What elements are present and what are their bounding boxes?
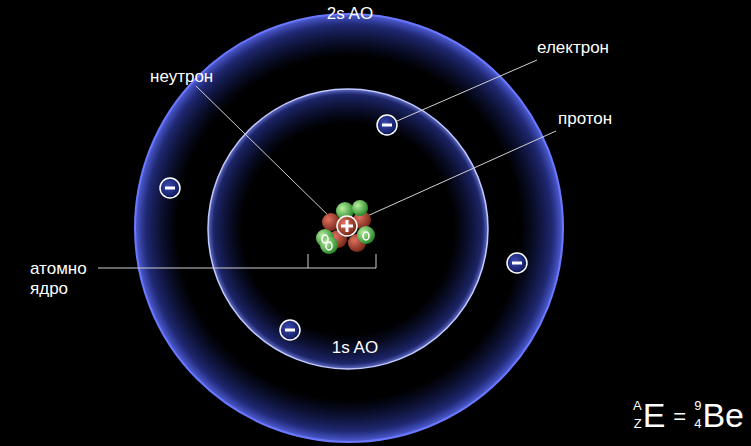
atomic-number: 4 xyxy=(694,417,701,432)
part-name: електрон xyxy=(537,38,609,58)
leader-lines xyxy=(98,60,556,268)
orbital-label: 2s AO xyxy=(327,4,373,24)
part-name: протон xyxy=(558,109,612,129)
orbital-label: 1s AO xyxy=(332,338,378,358)
element-symbol: Be xyxy=(702,396,744,435)
atomic-nucleus xyxy=(316,200,375,254)
mass-number: 9 xyxy=(694,399,701,414)
orbital-1s-outline xyxy=(208,89,488,369)
orbital-2s-outline xyxy=(135,14,563,442)
orbital-1s xyxy=(208,89,488,369)
mass-number: A xyxy=(633,399,642,414)
part-name: атомно ядро xyxy=(30,259,100,298)
atomic-number: Z xyxy=(634,417,642,432)
part-name: неутрон xyxy=(150,67,213,87)
electrons xyxy=(160,115,527,340)
equals-sign: = xyxy=(673,404,686,429)
orbital-2s xyxy=(135,14,563,442)
element-symbol: E xyxy=(643,396,666,435)
